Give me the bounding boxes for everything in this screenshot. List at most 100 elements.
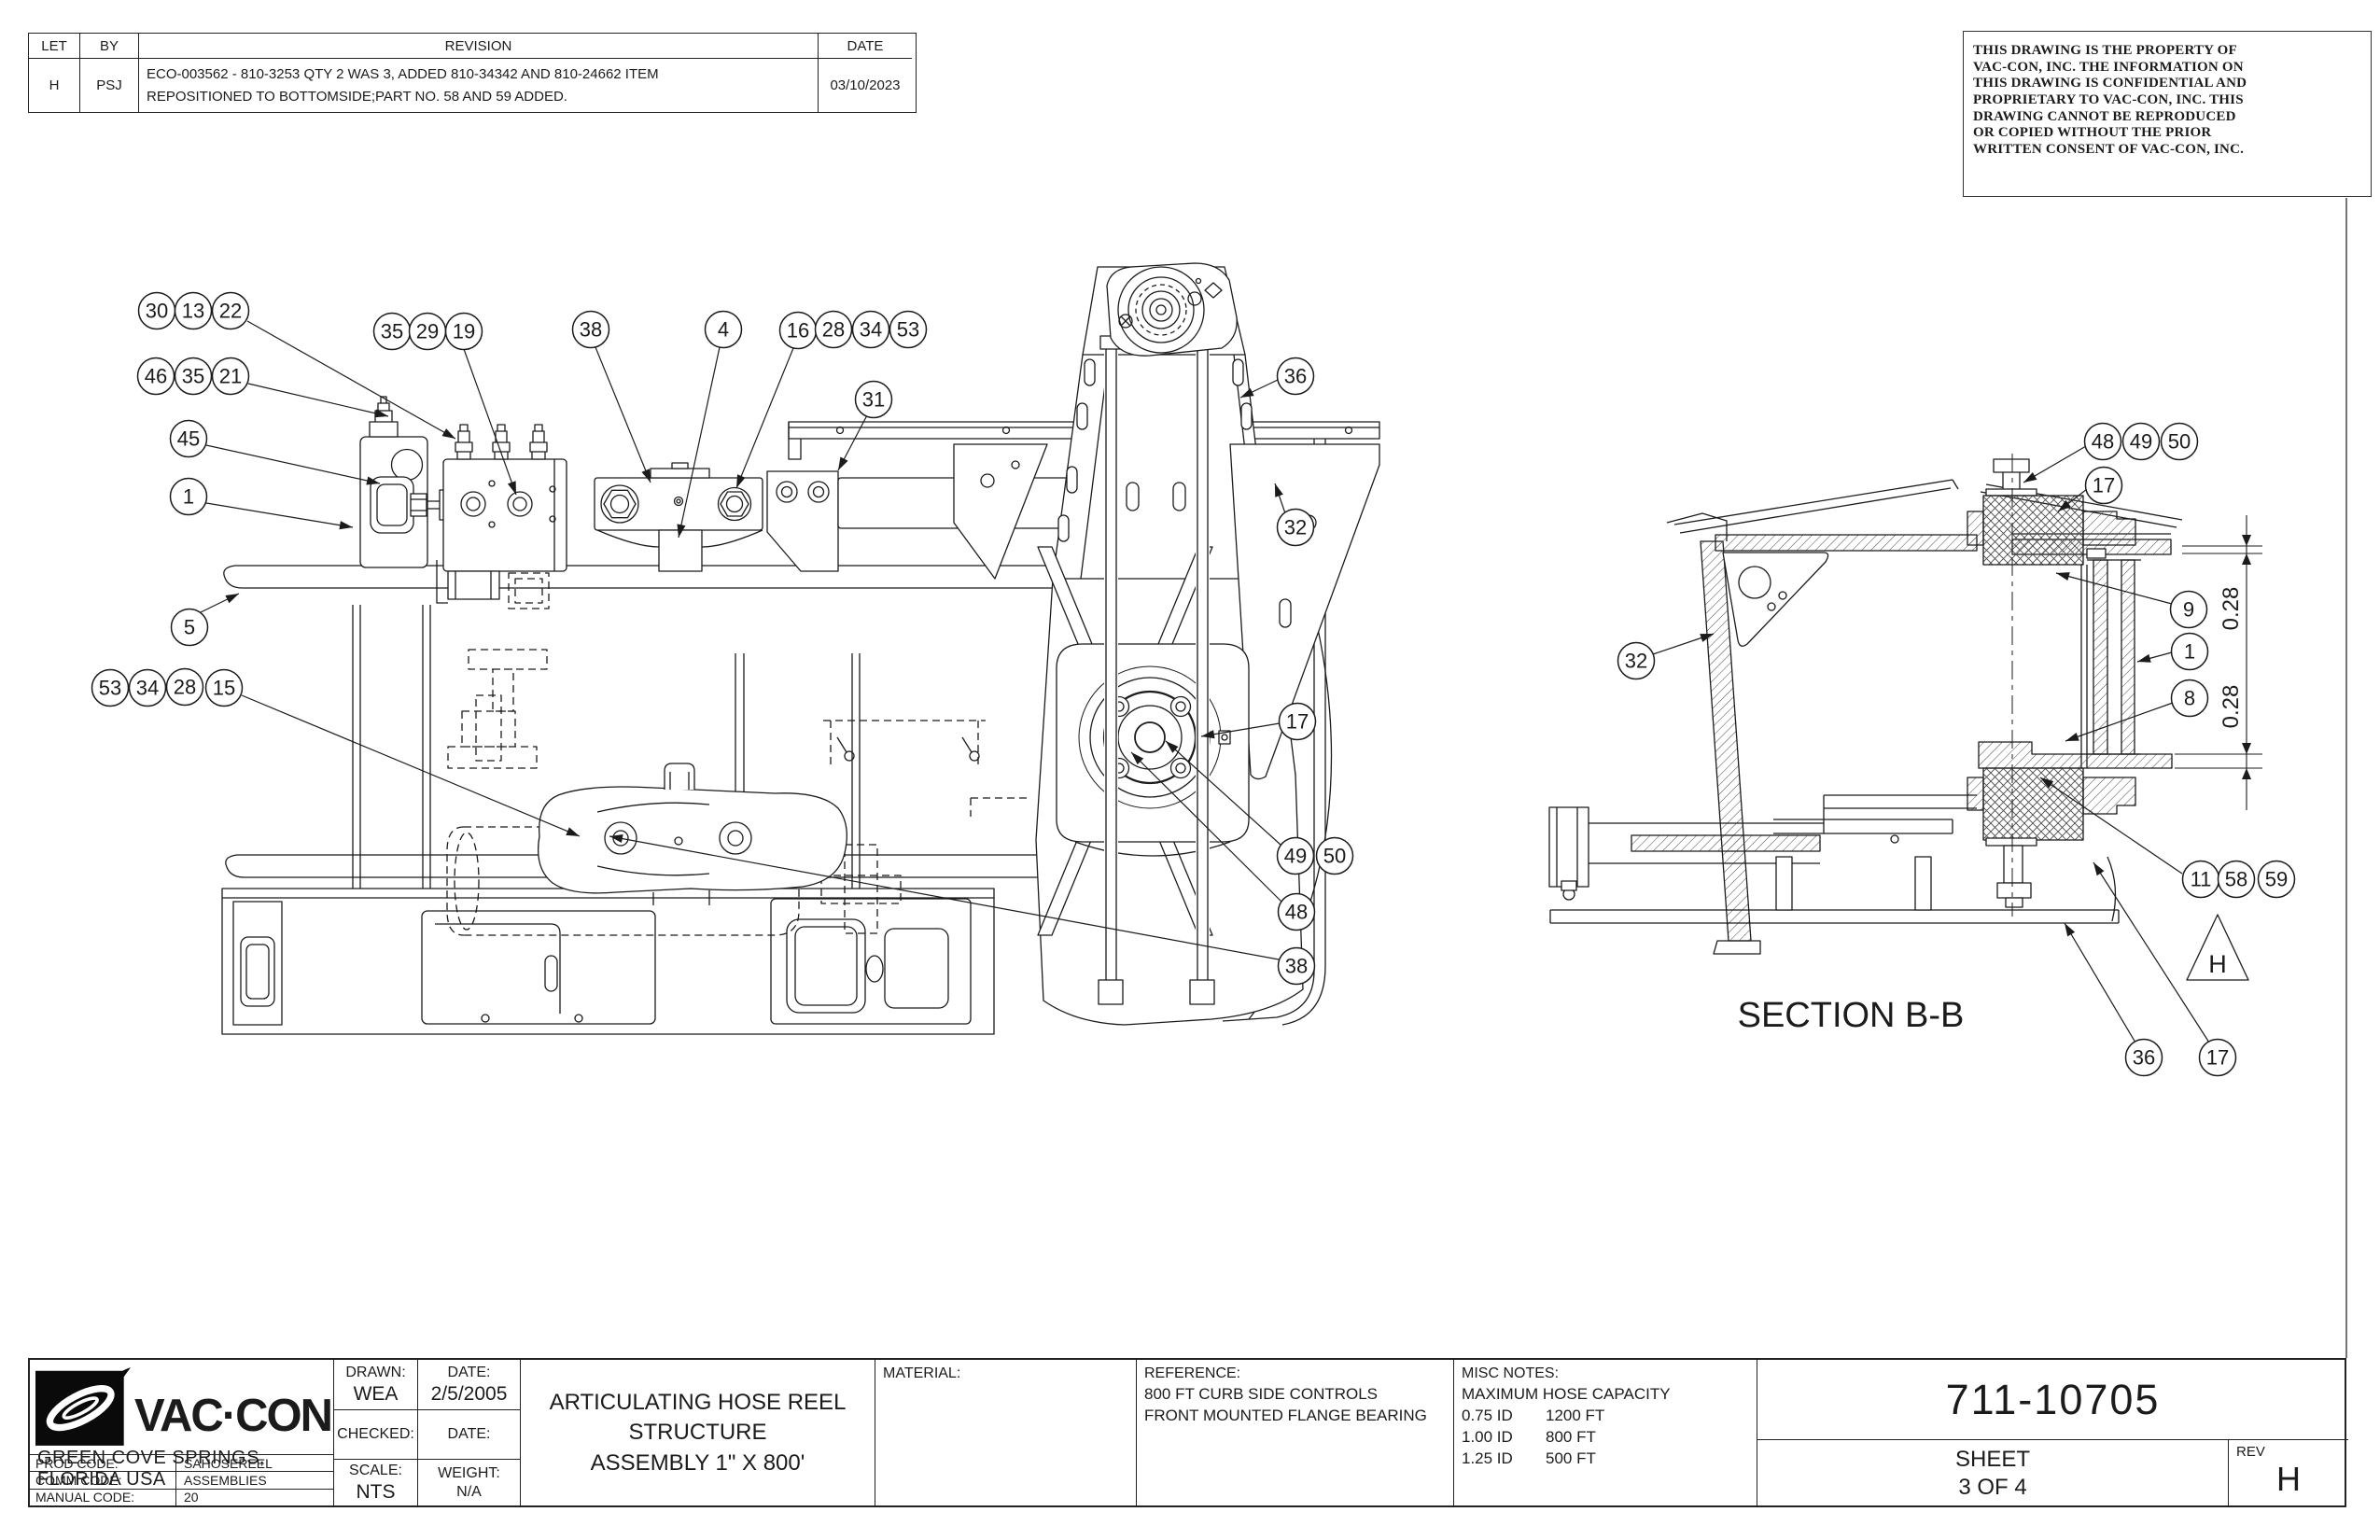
rev-desc-line2: REPOSITIONED TO BOTTOMSIDE;PART NO. 58 A… [147, 88, 567, 105]
svg-text:38: 38 [580, 318, 602, 342]
callout-balloon-49: 49 [2121, 422, 2161, 461]
callout-balloon-29: 29 [408, 312, 447, 351]
svg-text:49: 49 [1284, 845, 1307, 868]
callout-balloon-28: 28 [814, 310, 853, 349]
comm-code-label: COMM CODE: [30, 1472, 176, 1489]
callout-balloon-1: 1 [169, 477, 208, 516]
hose-id-1: 0.75 ID [1462, 1407, 1513, 1424]
section-bb-view [1548, 454, 2262, 981]
leader-line [735, 347, 794, 489]
svg-text:9: 9 [2183, 598, 2194, 622]
leader-line [2093, 861, 2210, 1043]
leader-line [2039, 777, 2183, 875]
svg-text:19: 19 [453, 320, 475, 343]
callout-balloon-35: 35 [174, 357, 213, 396]
svg-text:32: 32 [1625, 650, 1647, 673]
leader-line [246, 320, 456, 440]
leader-line [198, 593, 240, 614]
rev-header-date: DATE [819, 34, 912, 59]
scale-label: SCALE: [349, 1463, 402, 1478]
svg-text:17: 17 [1286, 710, 1309, 734]
comm-code-value: ASSEMBLIES [184, 1473, 267, 1489]
rev-desc-line1: ECO-003562 - 810-3253 QTY 2 WAS 3, ADDED… [147, 66, 659, 83]
svg-text:59: 59 [2265, 868, 2288, 891]
rev-header-revision: REVISION [139, 34, 819, 59]
callout-balloon-50: 50 [1315, 836, 1354, 875]
svg-text:13: 13 [182, 300, 204, 323]
svg-text:46: 46 [145, 365, 167, 388]
misc-notes-line1: MAXIMUM HOSE CAPACITY [1462, 1385, 1671, 1403]
callout-balloon-45: 45 [169, 419, 208, 458]
manual-code-value: 20 [184, 1490, 199, 1505]
callout-balloon-22: 22 [211, 291, 250, 330]
svg-text:28: 28 [822, 318, 845, 342]
proprietary-notice: THIS DRAWING IS THE PROPERTY OF VAC-CON,… [1963, 31, 2372, 197]
svg-text:58: 58 [2225, 868, 2247, 891]
vac-con-logo-mark [35, 1367, 131, 1446]
callout-balloon-13: 13 [174, 291, 213, 330]
revision-table-row: H PSJ ECO-003562 - 810-3253 QTY 2 WAS 3,… [29, 59, 916, 112]
hose-ft-2: 800 FT [1546, 1428, 1596, 1446]
dim-top: 0.28 [2219, 587, 2244, 631]
drawn-value: WEA [353, 1382, 399, 1405]
leader-line [247, 383, 389, 418]
callout-balloon-48: 48 [1277, 892, 1316, 931]
svg-text:50: 50 [2168, 430, 2191, 454]
callout-balloon-16: 16 [778, 311, 818, 350]
svg-text:1: 1 [2184, 640, 2195, 664]
callout-balloon-11: 11 [2181, 860, 2220, 899]
prod-code-label: PROD CODE: [30, 1455, 176, 1472]
svg-text:36: 36 [2133, 1046, 2155, 1070]
reference-cell: REFERENCE: 800 FT CURB SIDE CONTROLS FRO… [1136, 1360, 1453, 1506]
callout-balloon-1: 1 [2170, 632, 2209, 671]
callout-balloon-50: 50 [2160, 422, 2199, 461]
leader-line [2064, 922, 2136, 1043]
callout-balloon-5: 5 [170, 608, 209, 647]
leader-line [205, 444, 381, 485]
leader-line [463, 348, 517, 496]
svg-text:15: 15 [213, 677, 235, 700]
callout-balloon-58: 58 [2217, 860, 2256, 899]
reference-line1: 800 FT CURB SIDE CONTROLS [1144, 1385, 1379, 1403]
leader-line [1200, 722, 1281, 739]
svg-text:16: 16 [787, 319, 809, 343]
rev-value: H [2276, 1460, 2301, 1498]
leader-line [2065, 702, 2174, 742]
leader-line [1130, 751, 1282, 903]
callout-balloon-53: 53 [91, 668, 130, 707]
callout-balloon-46: 46 [136, 357, 175, 396]
leader-line [1239, 379, 1279, 399]
weight-label: WEIGHT: [438, 1465, 500, 1481]
drawing-title-line2: ASSEMBLY 1" X 800' [590, 1449, 805, 1476]
svg-text:32: 32 [1284, 516, 1307, 539]
callout-balloon-9: 9 [2169, 590, 2208, 629]
callout-balloon-38: 38 [1277, 946, 1316, 986]
leader-line [2055, 572, 2173, 605]
part-number: 711-10705 [1757, 1360, 2348, 1439]
vac-con-logo-word: VAC·CON [133, 1391, 333, 1441]
misc-notes-label: MISC NOTES: [1462, 1365, 1560, 1381]
rev-by: PSJ [80, 59, 139, 112]
leader-line [1165, 740, 1281, 846]
svg-text:17: 17 [2093, 474, 2115, 497]
rev-cell: REV H [2228, 1439, 2348, 1506]
rev-header-by: BY [80, 34, 139, 59]
date-label: DATE: [447, 1364, 491, 1380]
svg-text:17: 17 [2206, 1046, 2229, 1070]
svg-text:4: 4 [718, 318, 729, 342]
svg-text:28: 28 [174, 676, 196, 699]
misc-notes-cell: MISC NOTES: MAXIMUM HOSE CAPACITY 0.75 I… [1453, 1360, 1757, 1506]
callout-balloon-8: 8 [2170, 679, 2209, 718]
prod-code-value: SAHOSEREEL [184, 1455, 273, 1471]
svg-text:30: 30 [146, 300, 168, 323]
manual-code-label: MANUAL CODE: [30, 1489, 176, 1506]
callout-balloon-38: 38 [571, 310, 610, 349]
callout-balloon-59: 59 [2257, 860, 2296, 899]
svg-text:5: 5 [184, 616, 195, 639]
callout-balloon-17: 17 [1278, 702, 1317, 741]
leader-line [2136, 651, 2173, 663]
title-block: VAC·CON GREEN COVE SPRINGS, FLORIDA USA … [28, 1358, 2348, 1507]
svg-text:31: 31 [862, 388, 885, 412]
